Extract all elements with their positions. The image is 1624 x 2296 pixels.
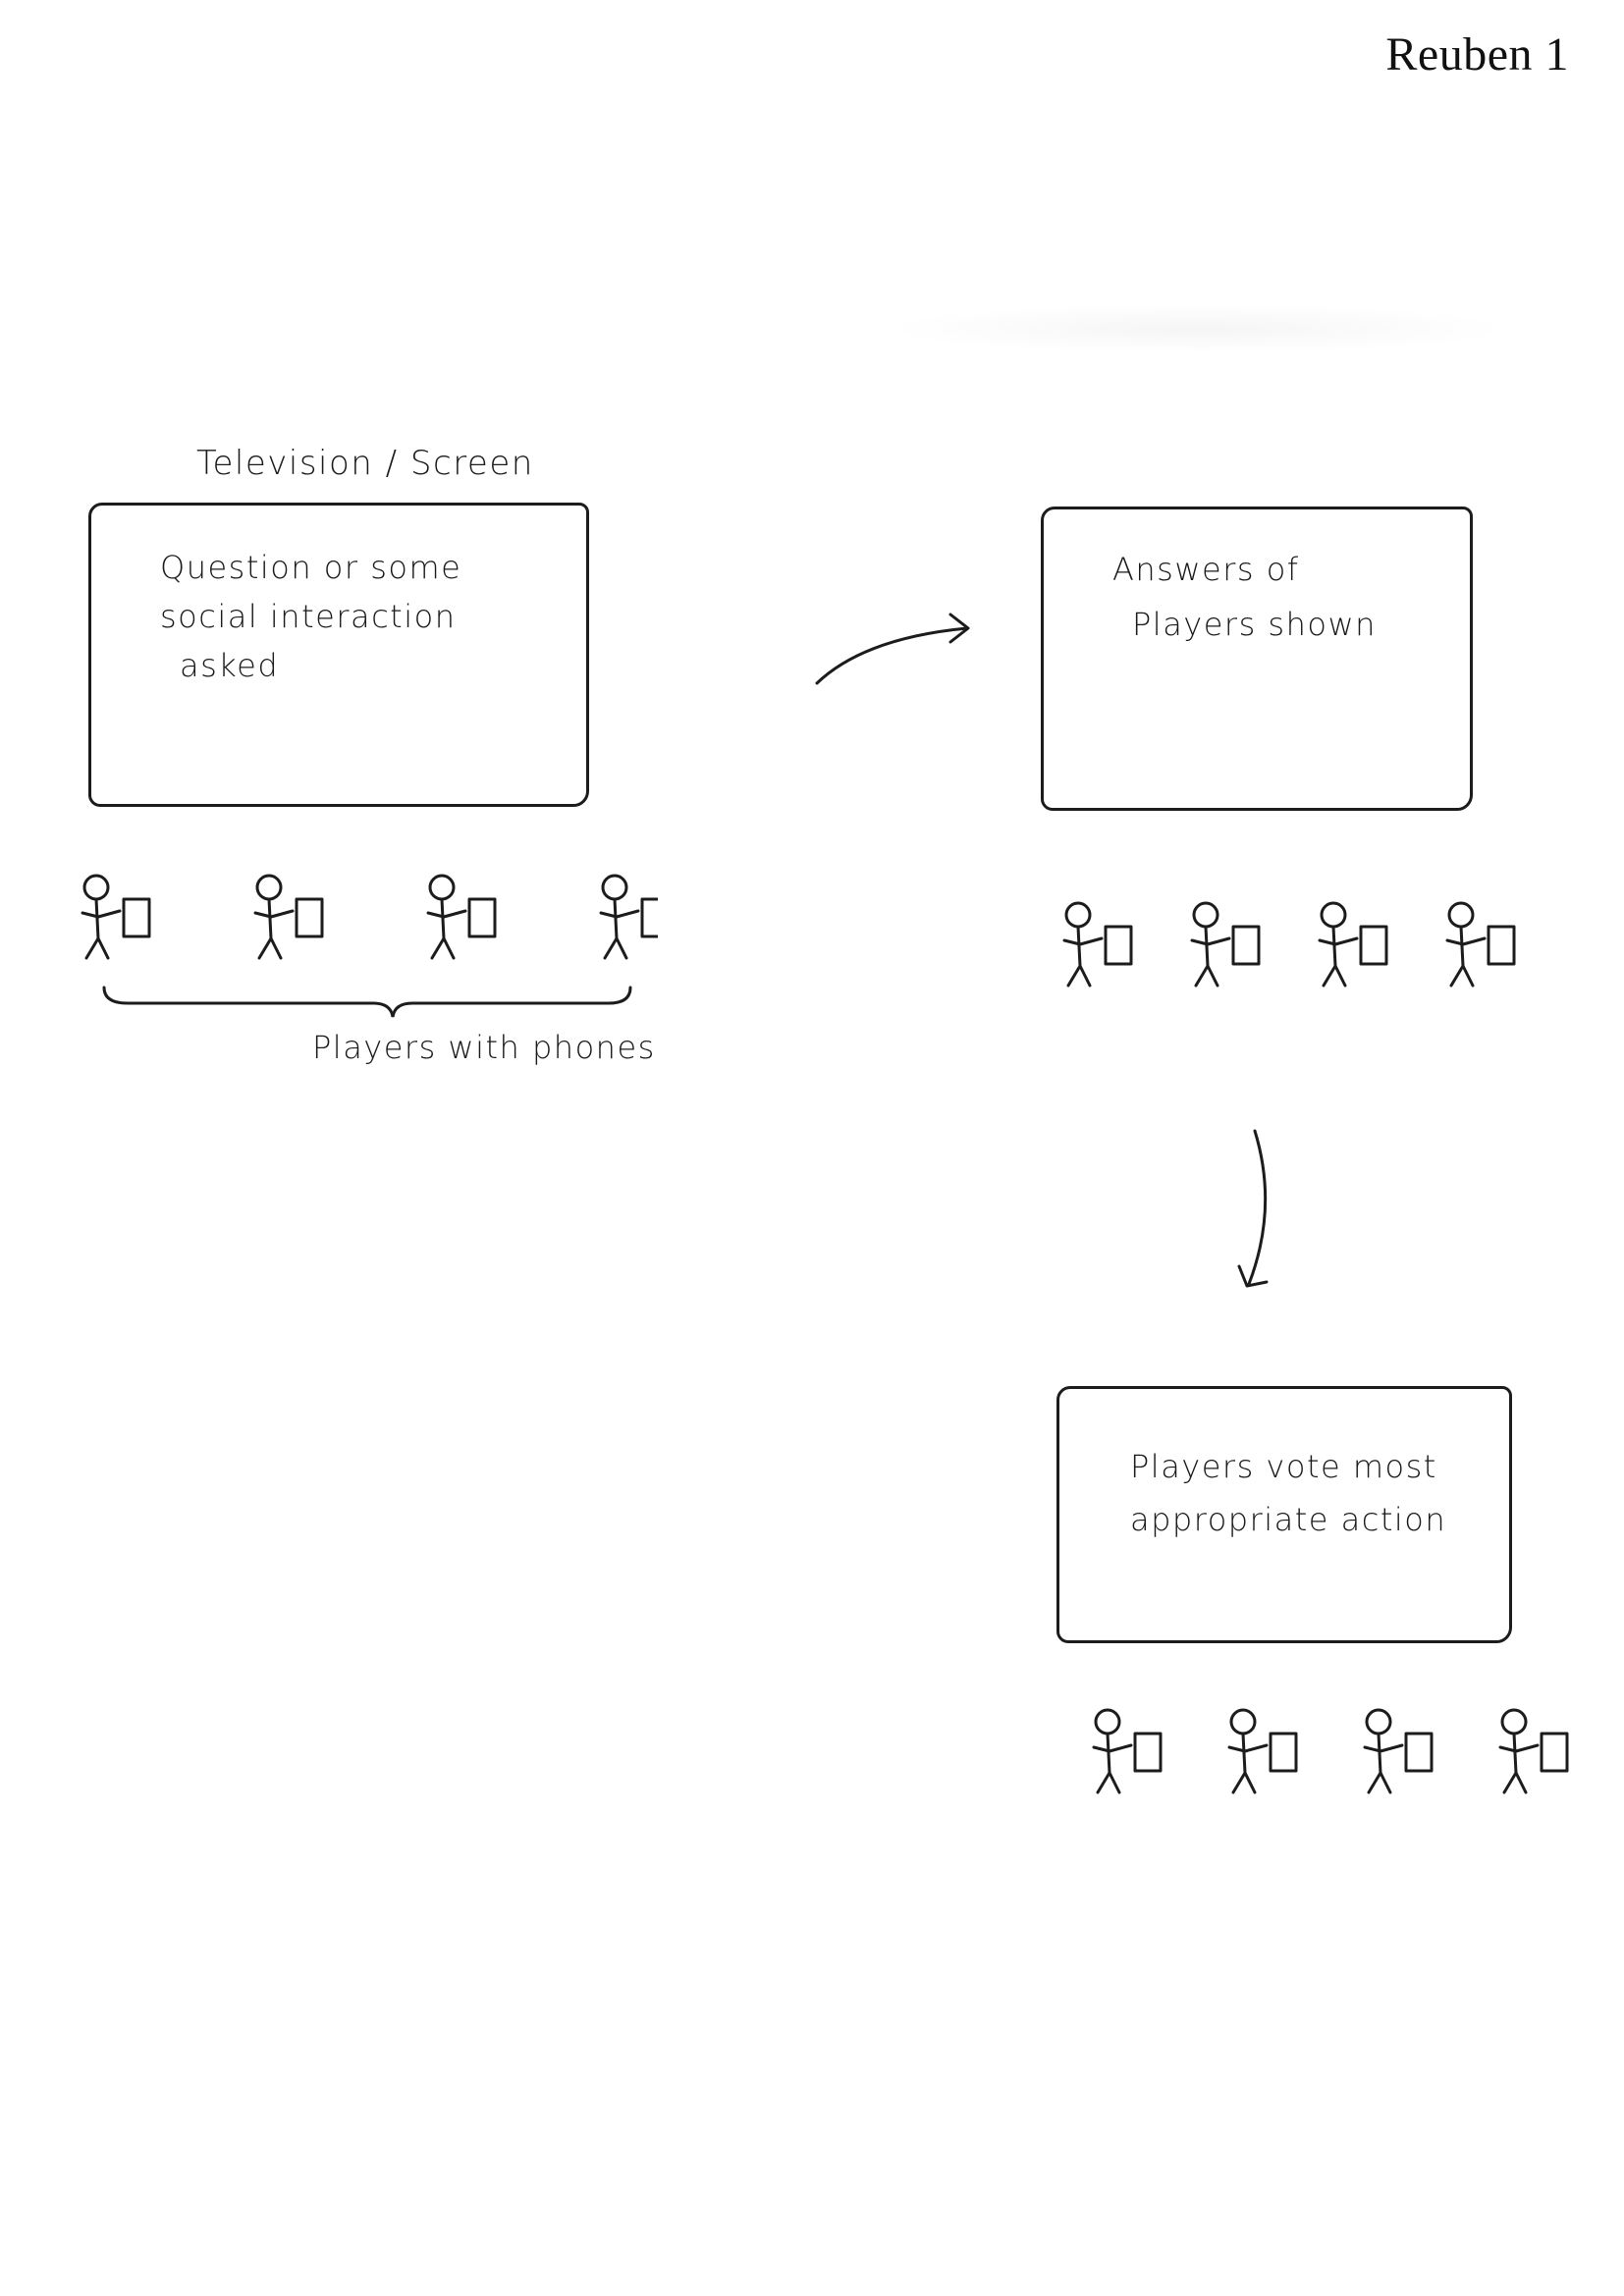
- tv-screen-box-answers: Answers of Players shown: [1041, 507, 1473, 811]
- screen-caption: Television / Screen: [196, 444, 534, 483]
- player-with-phone-figure: [1190, 901, 1261, 988]
- player-figures-row-1: [81, 874, 658, 960]
- player-figures-row-2: [1062, 901, 1516, 988]
- question-text-line-3: asked: [180, 647, 280, 684]
- player-with-phone-figure: [1062, 901, 1133, 988]
- player-with-phone-figure: [1363, 1708, 1434, 1794]
- vote-text-line-1: Players vote most: [1130, 1448, 1437, 1485]
- answers-text-line-1: Answers of: [1112, 551, 1300, 588]
- tv-screen-box-question: Question or some social interaction aske…: [88, 503, 589, 807]
- player-with-phone-figure: [81, 874, 151, 960]
- player-with-phone-figure: [1092, 1708, 1163, 1794]
- question-text-line-2: social interaction: [160, 598, 457, 635]
- page-header-name: Reuben 1: [1385, 28, 1569, 80]
- player-with-phone-figure: [1227, 1708, 1298, 1794]
- scan-smudge: [884, 304, 1512, 353]
- player-with-phone-figure: [1498, 1708, 1569, 1794]
- question-text-line-1: Question or some: [160, 549, 462, 586]
- player-with-phone-figure: [253, 874, 324, 960]
- tv-screen-box-vote: Players vote most appropriate action: [1056, 1386, 1512, 1643]
- player-with-phone-figure: [426, 874, 497, 960]
- answers-text-line-2: Players shown: [1132, 606, 1377, 643]
- player-with-phone-figure: [1318, 901, 1388, 988]
- player-with-phone-figure: [1445, 901, 1516, 988]
- players-with-phones-label: Players with phones: [312, 1029, 656, 1066]
- player-with-phone-figure: [599, 874, 658, 960]
- vote-text-line-2: appropriate action: [1130, 1501, 1447, 1538]
- player-figures-row-3: [1092, 1708, 1569, 1794]
